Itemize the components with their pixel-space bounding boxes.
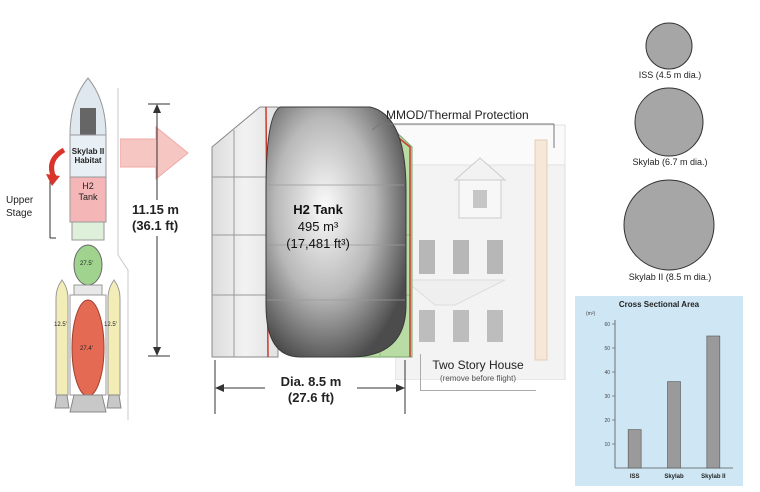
payload-capsule	[80, 108, 96, 136]
chart-y-unit: (m²)	[586, 311, 596, 317]
core-marker: 27.4'	[80, 346, 93, 352]
house-chimney	[534, 139, 548, 361]
x-tick-label: Skylab II	[701, 474, 726, 480]
core-engine	[69, 394, 107, 413]
bar	[627, 429, 642, 469]
skylab-ii-circle	[623, 179, 715, 271]
porch-roof	[403, 279, 506, 306]
booster-left	[55, 279, 69, 396]
two-story-house	[395, 124, 566, 380]
y-tick-label: 60	[604, 322, 610, 328]
h2-tank-body	[265, 106, 407, 358]
y-tick-label: 10	[604, 442, 610, 448]
booster-right	[107, 279, 121, 396]
mmod-leader	[371, 123, 555, 148]
house-label: Two Story House (remove before flight)	[432, 358, 524, 383]
upper-stage-marker: 27.5'	[80, 261, 93, 267]
skylab-circle	[634, 87, 704, 157]
dormer-window	[473, 190, 487, 208]
y-tick-label: 50	[604, 346, 610, 352]
height-label: 11.15 m(36.1 ft)	[130, 200, 181, 236]
rocket-illustration	[46, 77, 129, 420]
h2-tank-illustration	[211, 106, 413, 358]
house-label-box	[420, 354, 536, 391]
window	[453, 310, 469, 342]
h2-tank-section	[69, 176, 107, 223]
tank-label: H2 Tank 495 m³ (17,481 ft³)	[286, 202, 350, 251]
upper-stage-section	[71, 221, 105, 241]
x-tick-label: ISS	[630, 474, 640, 480]
mmod-label: MMOD/Thermal Protection	[386, 108, 529, 122]
y-tick-label: 20	[604, 418, 610, 424]
window	[487, 310, 503, 342]
chart-title: Cross Sectional Area	[618, 300, 700, 309]
window	[419, 310, 435, 342]
skylab-circle-label: Skylab (6.7 m dia.)	[632, 157, 708, 167]
diameter-comparison	[623, 22, 715, 271]
bar	[706, 335, 721, 469]
booster-left-marker: 12.5'	[54, 322, 67, 328]
bar	[667, 381, 681, 469]
iss-circle-label: ISS (4.5 m dia.)	[638, 70, 702, 80]
pointer-arrow	[120, 125, 189, 181]
skylab-ii-circle-label: Skylab II (8.5 m dia.)	[628, 272, 712, 282]
iss-circle	[645, 22, 693, 70]
booster-right-marker: 12.5'	[104, 322, 117, 328]
x-tick-label: Skylab	[664, 474, 684, 480]
window	[419, 240, 435, 274]
window	[487, 240, 503, 274]
window	[453, 240, 469, 274]
diameter-label: Dia. 8.5 m(27.6 ft)	[265, 374, 357, 406]
y-tick-label: 40	[604, 370, 610, 376]
habitat-section	[69, 134, 107, 178]
y-tick-label: 30	[604, 394, 610, 400]
habitat-arrow	[49, 147, 66, 180]
